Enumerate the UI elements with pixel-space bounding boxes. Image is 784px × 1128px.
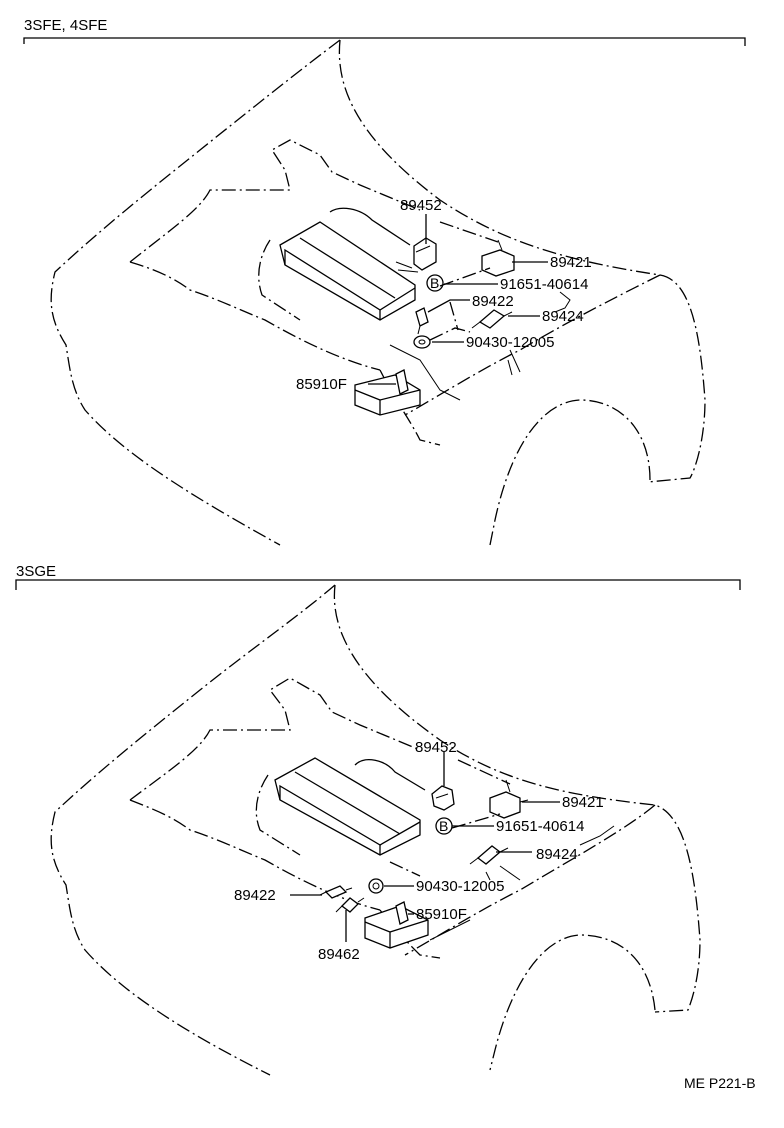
section-1-part-89424-icon	[471, 309, 513, 329]
section-1-bolt-symbol: B	[430, 275, 439, 291]
section-2-part-90430-icon	[368, 861, 421, 894]
section-1-part-89452-icon	[395, 237, 437, 273]
section-2-label-89462: 89462	[318, 946, 360, 963]
section-2-part-89462-icon	[335, 897, 365, 913]
section-2-header-bracket	[15, 579, 741, 590]
section-2-label-85910f: 85910F	[416, 906, 467, 923]
section-2-leaders	[290, 752, 615, 942]
section-1-part-90430-icon	[413, 327, 471, 349]
section-1-label-89424: 89424	[542, 308, 584, 325]
section-1-part-89422-icon	[415, 307, 429, 335]
figure-code: ME P221-B	[684, 1075, 756, 1091]
section-1-part-89421-icon	[481, 239, 522, 277]
section-2-engine-label: 3SGE	[16, 563, 56, 580]
section-3sge: 3SGE	[15, 563, 741, 1076]
section-2-bolt-icon: B	[435, 817, 453, 835]
section-2-engine-cover	[255, 757, 426, 856]
section-2-label-91651: 91651-40614	[496, 818, 584, 835]
section-1-label-89452: 89452	[400, 197, 442, 214]
section-2-label-90430: 90430-12005	[416, 878, 504, 895]
section-2-label-89452: 89452	[415, 739, 457, 756]
section-2-label-89422: 89422	[234, 887, 276, 904]
section-1-leaders	[368, 214, 571, 401]
section-2-part-89424-icon	[469, 845, 509, 865]
section-1-engine-cover	[258, 207, 416, 321]
section-2-labels: 89452 89421 91651-40614 89424 90430-1200…	[234, 739, 604, 963]
section-1-label-90430: 90430-12005	[466, 334, 554, 351]
section-2-part-89452-icon	[431, 785, 455, 811]
section-1-bolt-icon: B	[426, 274, 444, 292]
section-1-label-85910f: 85910F	[296, 376, 347, 393]
section-3sfe-4sfe: 3SFE, 4SFE	[23, 17, 746, 546]
section-1-label-89421: 89421	[550, 254, 592, 271]
section-2-bolt-symbol: B	[439, 818, 448, 834]
section-2-part-89422-icon	[319, 885, 353, 899]
section-2-part-85910f-icon	[364, 901, 429, 949]
section-2-label-89424: 89424	[536, 846, 578, 863]
section-2-part-89421-icon	[489, 779, 529, 819]
section-1-label-89422: 89422	[472, 293, 514, 310]
section-2-label-89421: 89421	[562, 794, 604, 811]
section-1-part-85910f-icon	[354, 369, 421, 416]
section-1-engine-label: 3SFE, 4SFE	[24, 17, 107, 34]
section-1-labels: 89452 89421 91651-40614 89422 89424 9043…	[296, 197, 592, 393]
section-1-header-bracket	[23, 37, 746, 46]
section-1-label-91651: 91651-40614	[500, 276, 588, 293]
